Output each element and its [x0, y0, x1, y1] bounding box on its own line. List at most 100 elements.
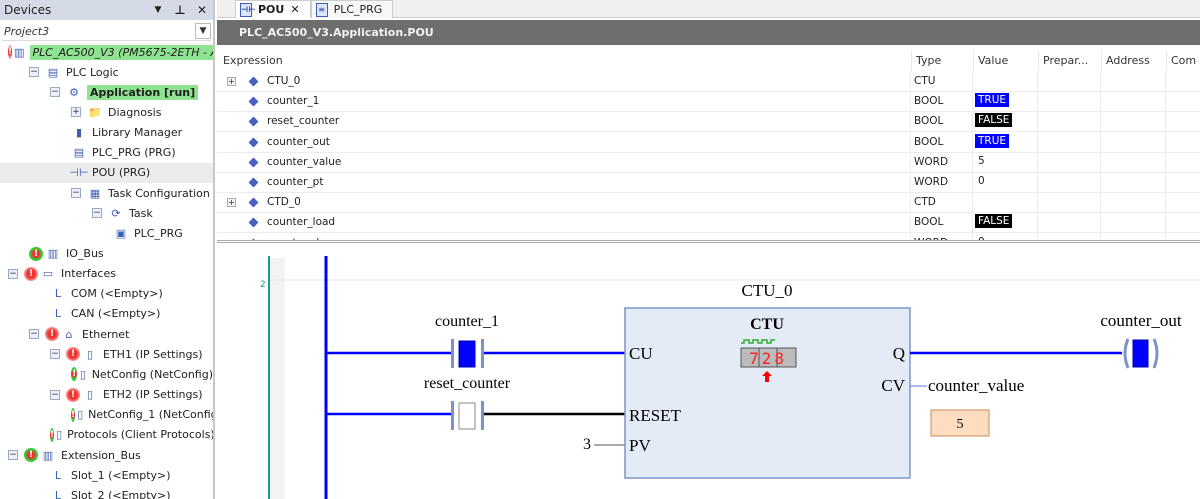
tree-item[interactable]: −!▭Interfaces	[0, 264, 213, 284]
collapse-icon[interactable]: −	[50, 349, 60, 360]
tree-item[interactable]: −⚙Application [run]	[0, 82, 213, 102]
input-pv: PV	[629, 436, 651, 455]
coil-counter-out[interactable]	[1123, 338, 1159, 369]
tree-item[interactable]: −!▥Extension_Bus	[0, 445, 213, 465]
collapse-icon[interactable]: −	[92, 208, 102, 219]
close-tab-icon[interactable]: ✕	[290, 3, 300, 16]
tree-item-label: Protocols (Client Protocols)	[67, 428, 215, 442]
tree-item-label: Diagnosis	[108, 105, 162, 119]
tree-item[interactable]: −!▯ETH2 (IP Settings)	[0, 385, 213, 405]
status-error-icon: !	[66, 387, 80, 402]
collapse-icon[interactable]: −	[29, 67, 39, 78]
column-header[interactable]: Expression	[219, 51, 912, 71]
tree-item-label: Task Configuration	[108, 186, 210, 200]
collapse-icon[interactable]: −	[8, 450, 18, 460]
editor-area: ⊣⊢ POU ✕ ≡ PLC_PRG PLC_AC500_V3.Applicat…	[217, 0, 1200, 499]
output-cv: CV	[881, 376, 905, 395]
editor-tabs: ⊣⊢ POU ✕ ≡ PLC_PRG	[217, 0, 1200, 18]
tree-item[interactable]: !▯Protocols (Client Protocols)	[0, 425, 213, 445]
column-header[interactable]: Value	[974, 51, 1039, 71]
tree-item-label: IO_Bus	[66, 247, 104, 260]
tree-item[interactable]: +📁Diagnosis	[0, 102, 213, 122]
tree-item[interactable]: !▥IO_Bus	[0, 244, 213, 264]
status-ok-icon: !	[24, 448, 38, 462]
tree-item[interactable]: ⊣⊢POU (PRG)	[0, 162, 213, 183]
expand-icon[interactable]: +	[227, 77, 236, 86]
tree-item[interactable]: ᒪ COM (<Empty>)	[0, 284, 213, 304]
panel-menu-icon[interactable]: ▼	[154, 5, 162, 15]
slot-icon: ᒪ	[54, 468, 62, 482]
value-cell: FALSE	[975, 214, 1013, 229]
contact-counter-1[interactable]	[451, 339, 484, 368]
tree-item-label: ETH1 (IP Settings)	[103, 347, 203, 361]
ladder-icon: ⊣⊢	[69, 166, 89, 180]
ladder-diagram: 2 counter_1 reset_counter 3 CTU_0 CTU 72…	[217, 246, 1200, 499]
column-divider	[1100, 71, 1101, 240]
collapse-icon[interactable]: −	[8, 268, 18, 279]
collapse-icon[interactable]: −	[71, 188, 81, 199]
ctu-block[interactable]	[624, 307, 911, 479]
gutter	[268, 258, 285, 499]
ladder-icon: ⊣⊢	[240, 2, 256, 17]
tree-item[interactable]: −!▯ETH1 (IP Settings)	[0, 344, 213, 364]
tab-pou[interactable]: ⊣⊢ POU ✕	[235, 0, 311, 18]
value-cell: 0	[978, 175, 985, 187]
column-header[interactable]: Com	[1167, 51, 1200, 71]
column-header[interactable]: Type	[912, 51, 974, 71]
variable-icon	[248, 137, 259, 148]
type-cell: BOOL	[914, 216, 944, 229]
expand-icon[interactable]: +	[227, 198, 236, 208]
tree-item[interactable]: −▦Task Configuration	[0, 183, 213, 203]
slot-icon: ᒪ	[54, 287, 62, 301]
tree-item-label: Library Manager	[92, 126, 183, 140]
tree-item[interactable]: !▯NetConfig (NetConfig)	[0, 364, 213, 384]
pin-icon[interactable]: ⊥	[174, 3, 186, 17]
column-divider	[1037, 71, 1038, 240]
variable-icon	[248, 238, 259, 240]
table-row[interactable]: counter_load BOOL FALSE	[217, 213, 1200, 234]
collapse-icon[interactable]: −	[50, 87, 60, 98]
column-header[interactable]: Address	[1102, 51, 1167, 71]
tree-item[interactable]: !▯NetConfig_1 (NetConfig)	[0, 405, 213, 425]
status-error-icon: !	[24, 266, 38, 281]
document-icon: ≡	[315, 2, 328, 17]
tree-item[interactable]: −▤PLC Logic	[0, 62, 213, 82]
value-cell: TRUE	[975, 133, 1010, 148]
status-ok-icon: !	[71, 367, 78, 382]
tree-item[interactable]: ▮Library Manager	[0, 123, 213, 143]
project-selector[interactable]: Project3 ▼	[2, 22, 211, 41]
column-header[interactable]: Prepar...	[1039, 51, 1102, 71]
tree-item[interactable]: −⟳Task	[0, 203, 213, 223]
tree-item[interactable]: ▣PLC_PRG	[0, 223, 213, 243]
plc-logic-icon: ▤	[47, 65, 59, 79]
collapse-icon[interactable]: −	[29, 329, 39, 340]
tree-item-label: PLC_AC500_V3 (PM5675-2ETH - ABB)	[29, 44, 213, 60]
tree-item-label: COM (<Empty>)	[71, 287, 163, 301]
counter-display: 728	[749, 349, 787, 368]
expression-cell: counter_out	[267, 135, 330, 148]
tree-item[interactable]: !▥PLC_AC500_V3 (PM5675-2ETH - ABB)	[0, 42, 213, 62]
collapse-icon[interactable]: −	[50, 389, 60, 400]
contact-reset-counter[interactable]	[451, 401, 484, 430]
tab-plc-prg[interactable]: ≡ PLC_PRG	[310, 0, 394, 18]
close-panel-icon[interactable]: ✕	[196, 3, 208, 17]
expression-cell: counter_load	[267, 216, 336, 229]
tree-item[interactable]: −!⌂Ethernet	[0, 324, 213, 344]
tree-item[interactable]: ▤PLC_PRG (PRG)	[0, 143, 213, 163]
status-ok-icon: !	[50, 427, 55, 442]
chevron-down-icon[interactable]: ▼	[195, 23, 211, 39]
expand-icon[interactable]: +	[71, 107, 81, 118]
output-q: Q	[893, 344, 905, 363]
